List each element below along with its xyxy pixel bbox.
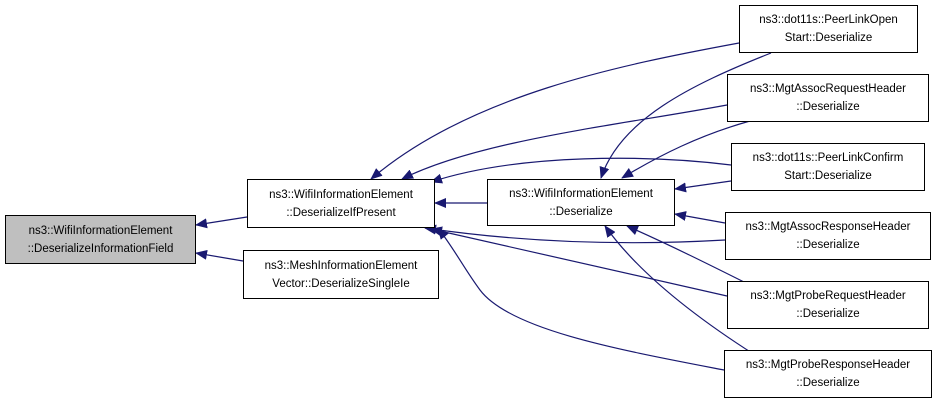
node-mgt-probe-request-header[interactable]: ns3::MgtProbeRequestHeader ::Deserialize (727, 281, 929, 329)
node-line2: Vector::DeserializeSingleIe (272, 277, 410, 290)
edge-peerlinkconfirm-to-deserializeifpresent (430, 157, 732, 184)
edge-peerlinkconfirm-to-deserialize (674, 180, 732, 193)
edge-proberesponse-to-deserialize (604, 225, 756, 356)
node-mgt-assoc-response-header[interactable]: ns3::MgtAssocResponseHeader ::Deserializ… (725, 212, 931, 260)
node-line2: ::Deserialize (549, 205, 613, 218)
node-line1: ns3::MgtProbeResponseHeader (745, 359, 911, 371)
node-line1: ns3::MgtAssocResponseHeader (745, 221, 911, 233)
node-line2: ::DeserializeInformationField (27, 242, 174, 255)
edge-proberequest-to-deserializeifpresent (430, 226, 728, 297)
node-line1: ns3::WifiInformationElement (269, 188, 413, 201)
node-line2: Start::Deserialize (784, 32, 873, 44)
node-peer-link-confirm-start[interactable]: ns3::dot11s::PeerLinkConfirm Start::Dese… (731, 143, 925, 191)
node-mesh-information-element-vector[interactable]: ns3::MeshInformationElement Vector::Dese… (243, 250, 439, 299)
edge-peerlinkopen-to-deserializeifpresent (370, 42, 740, 180)
node-line2: ::Deserialize (796, 377, 860, 389)
node-peer-link-open-start[interactable]: ns3::dot11s::PeerLinkOpen Start::Deseria… (739, 5, 918, 53)
edge-assocresponse-to-deserializeifpresent (424, 224, 726, 244)
node-line1: ns3::WifiInformationElement (509, 187, 653, 200)
node-line2: ::DeserializeIfPresent (286, 206, 396, 219)
edge-proberesponse-to-deserializeifpresent (437, 227, 725, 371)
node-deserialize-if-present[interactable]: ns3::WifiInformationElement ::Deserializ… (247, 179, 435, 228)
node-line2: ::Deserialize (796, 239, 860, 251)
node-deserialize[interactable]: ns3::WifiInformationElement ::Deserializ… (487, 179, 675, 226)
node-mgt-assoc-request-header[interactable]: ns3::MgtAssocRequestHeader ::Deserialize (727, 74, 929, 122)
node-line1: ns3::MgtProbeRequestHeader (750, 290, 906, 302)
edge-peerlinkopen-to-deserialize (599, 52, 772, 179)
node-line1: ns3::MgtAssocRequestHeader (750, 83, 906, 95)
node-line1: ns3::dot11s::PeerLinkConfirm (752, 152, 904, 164)
edge-deserializeifpresent-to-focus (195, 216, 248, 229)
node-line1: ns3::dot11s::PeerLinkOpen (759, 14, 898, 26)
edge-proberequest-to-deserialize (626, 225, 751, 286)
node-line1: ns3::WifiInformationElement (28, 224, 173, 237)
node-mgt-probe-response-header[interactable]: ns3::MgtProbeResponseHeader ::Deserializ… (724, 350, 932, 398)
edge-assocrequest-to-deserialize (621, 120, 751, 179)
node-line2: ::Deserialize (796, 101, 860, 113)
node-line1: ns3::MeshInformationElement (264, 259, 418, 272)
node-line2: Start::Deserialize (784, 170, 872, 182)
node-line2: ::Deserialize (796, 308, 860, 320)
edge-assocrequest-to-deserializeifpresent (401, 104, 728, 180)
edge-assocresponse-to-deserialize (674, 211, 726, 224)
edge-meshvector-to-focus (195, 249, 244, 262)
node-deserialize-information-field: ns3::WifiInformationElement ::Deserializ… (5, 215, 196, 264)
